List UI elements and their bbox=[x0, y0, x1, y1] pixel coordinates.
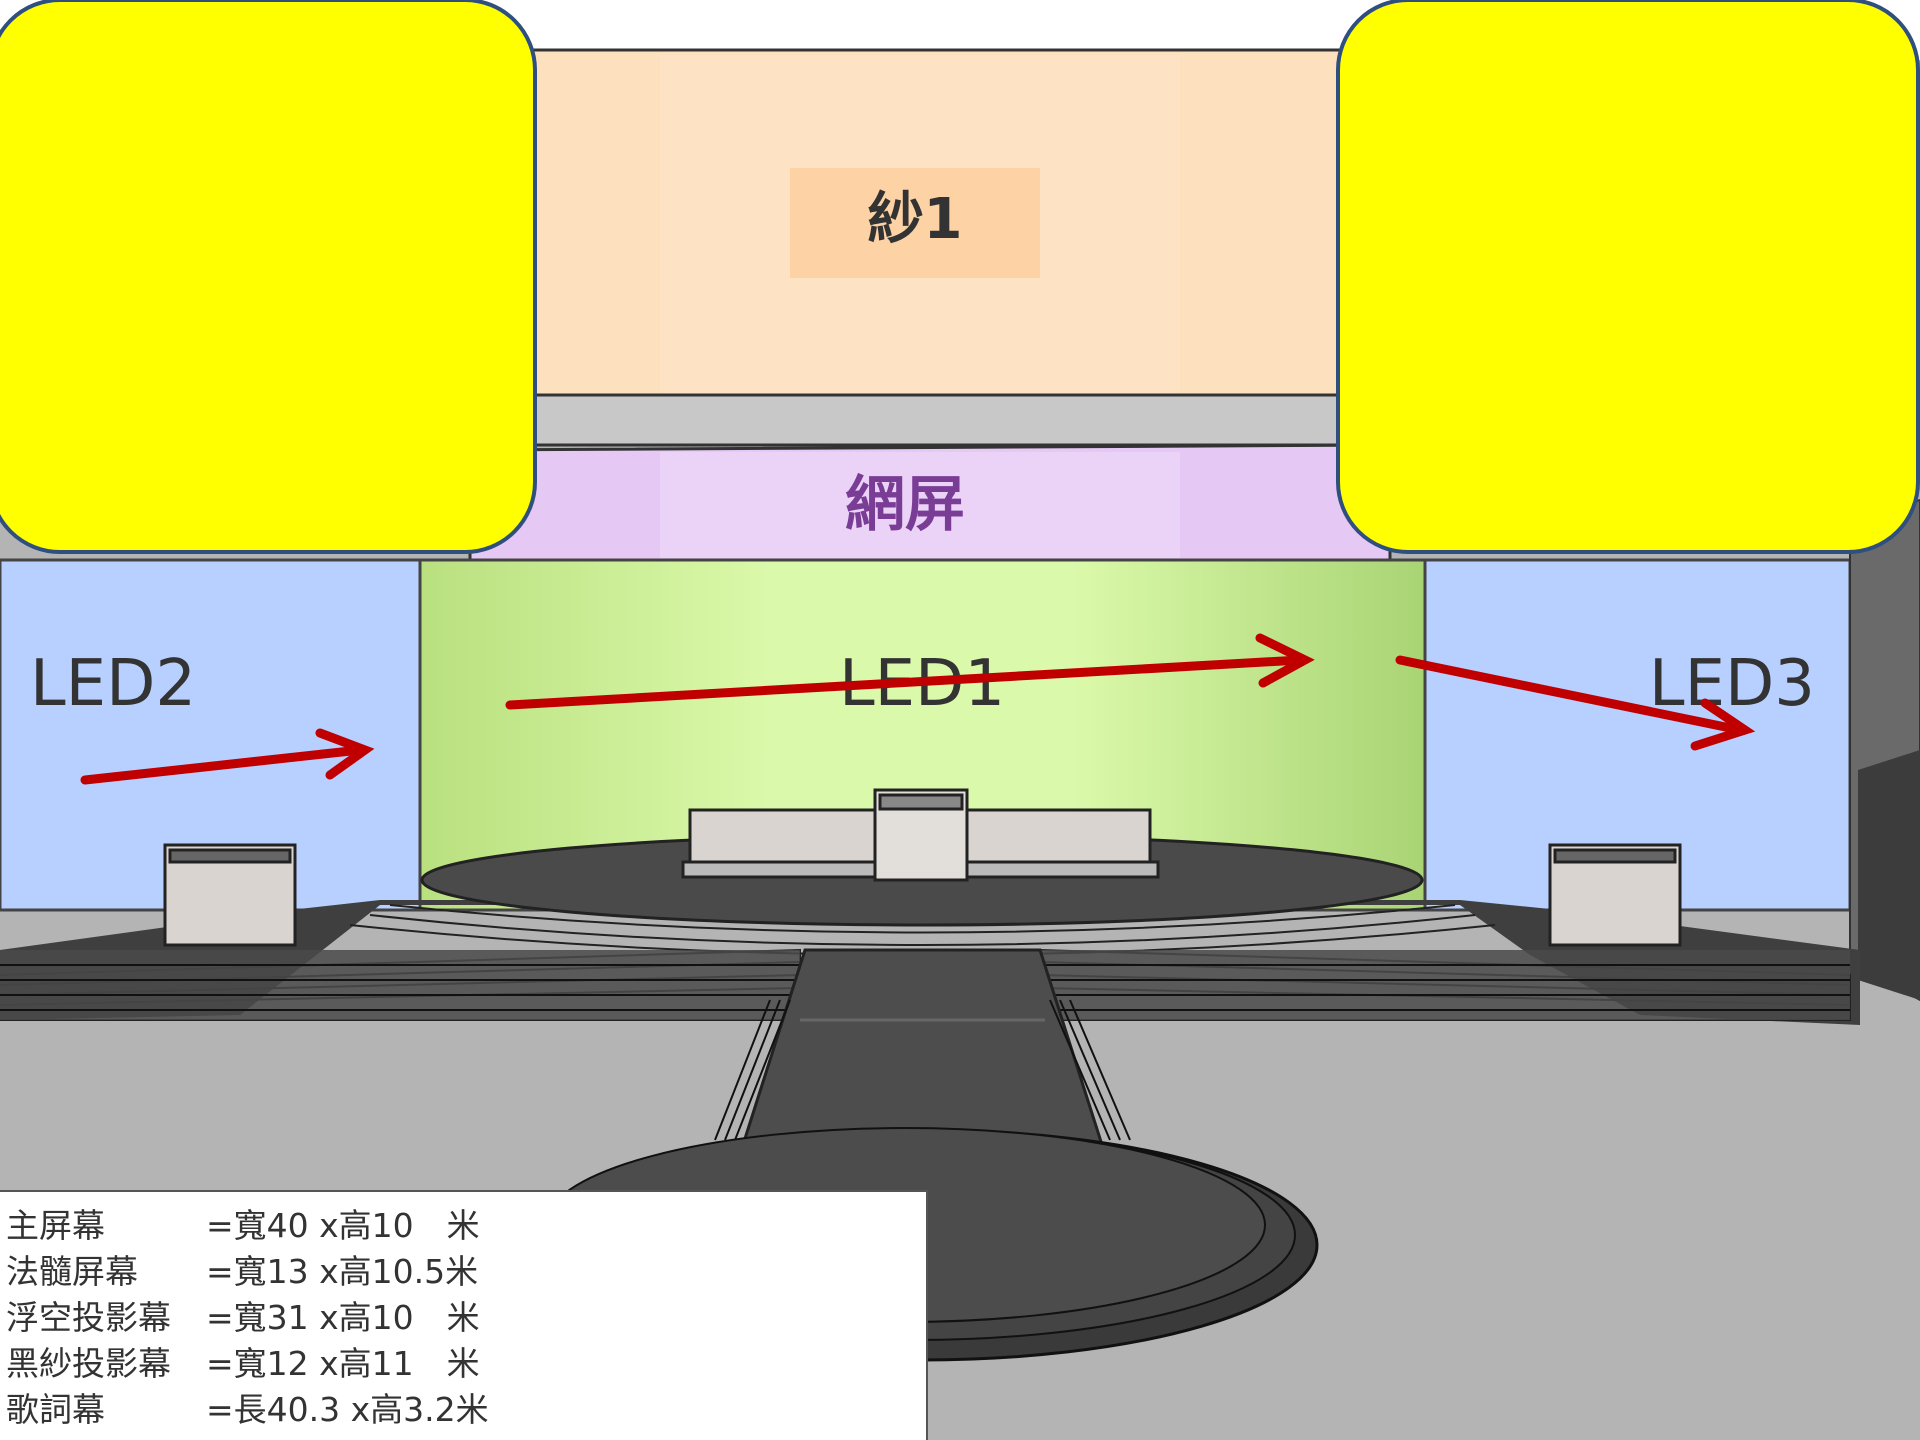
arrow-led2-head bbox=[315, 728, 375, 780]
legend-row: 黑紗投影幕 =寬12 x高11 米 bbox=[6, 1338, 926, 1384]
led3-label: LED3 bbox=[1649, 647, 1815, 721]
screen-size-legend: 主屏幕 =寬40 x高10 米 法髓屏幕 =寬13 x高10.5米 浮空投影幕 … bbox=[0, 1190, 928, 1440]
net-screen-label: 網屏 bbox=[845, 470, 965, 540]
legend-name: 黑紗投影幕 bbox=[6, 1344, 171, 1383]
right-pedestal bbox=[1548, 843, 1682, 947]
center-podium bbox=[681, 788, 1160, 882]
legend-value: =寬12 x高11 米 bbox=[206, 1344, 480, 1383]
left-steps-fill bbox=[0, 950, 800, 1020]
arrow-led1 bbox=[505, 655, 1305, 710]
legend-value: =寬40 x高10 米 bbox=[206, 1206, 480, 1245]
flow-arrows bbox=[80, 633, 1756, 785]
left-pedestal bbox=[163, 843, 297, 947]
legend-name: 法髓屏幕 bbox=[6, 1252, 138, 1291]
right-wall-lower bbox=[1858, 750, 1920, 1000]
legend-name: 浮空投影幕 bbox=[6, 1298, 171, 1337]
legend-value: =寬31 x高10 米 bbox=[206, 1298, 480, 1337]
callout-left bbox=[0, 0, 537, 554]
grey-band bbox=[498, 393, 1362, 447]
legend-row: 法髓屏幕 =寬13 x高10.5米 bbox=[6, 1246, 926, 1292]
arrow-led2 bbox=[80, 745, 365, 785]
legend-row: 浮空投影幕 =寬31 x高10 米 bbox=[6, 1292, 926, 1338]
arrow-led3-head bbox=[1690, 698, 1756, 751]
legend-name: 主屏幕 bbox=[6, 1206, 105, 1245]
net-screen bbox=[468, 443, 1392, 562]
callout-right bbox=[1336, 0, 1920, 554]
runway-steps bbox=[714, 999, 1131, 1141]
gauze-screen bbox=[498, 48, 1362, 397]
legend-row: 主屏幕 =寬40 x高10 米 bbox=[6, 1200, 926, 1246]
legend-value: =寬13 x高10.5米 bbox=[206, 1252, 479, 1291]
gauze-label: 紗1 bbox=[868, 187, 963, 252]
legend-row: 歌詞幕 =長40.3 x高3.2米 bbox=[6, 1384, 926, 1430]
arrow-led3 bbox=[1395, 655, 1745, 735]
legend-value: =長40.3 x高3.2米 bbox=[206, 1390, 489, 1429]
right-steps-fill bbox=[1040, 950, 1850, 1020]
arrow-led1-head bbox=[1255, 633, 1315, 688]
legend-name: 歌詞幕 bbox=[6, 1390, 105, 1429]
led2-label: LED2 bbox=[30, 647, 196, 721]
